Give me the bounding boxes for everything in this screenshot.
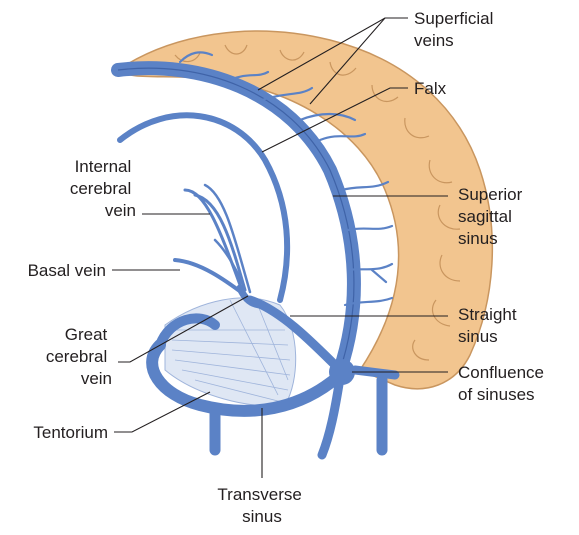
label-superficial-veins: Superficial veins xyxy=(414,9,498,50)
deep-veins xyxy=(175,185,262,305)
label-transverse-sinus: Transverse sinus xyxy=(217,485,306,526)
label-tentorium: Tentorium xyxy=(33,423,108,442)
label-internal-cerebral-vein: Internal cerebral vein xyxy=(70,157,136,220)
label-great-cerebral-vein: Great cerebral vein xyxy=(46,325,112,388)
label-confluence-of-sinuses: Confluence of sinuses xyxy=(458,363,549,404)
label-basal-vein: Basal vein xyxy=(28,261,106,280)
label-falx: Falx xyxy=(414,79,447,98)
label-superior-sagittal-sinus: Superior sagittal sinus xyxy=(458,185,527,248)
